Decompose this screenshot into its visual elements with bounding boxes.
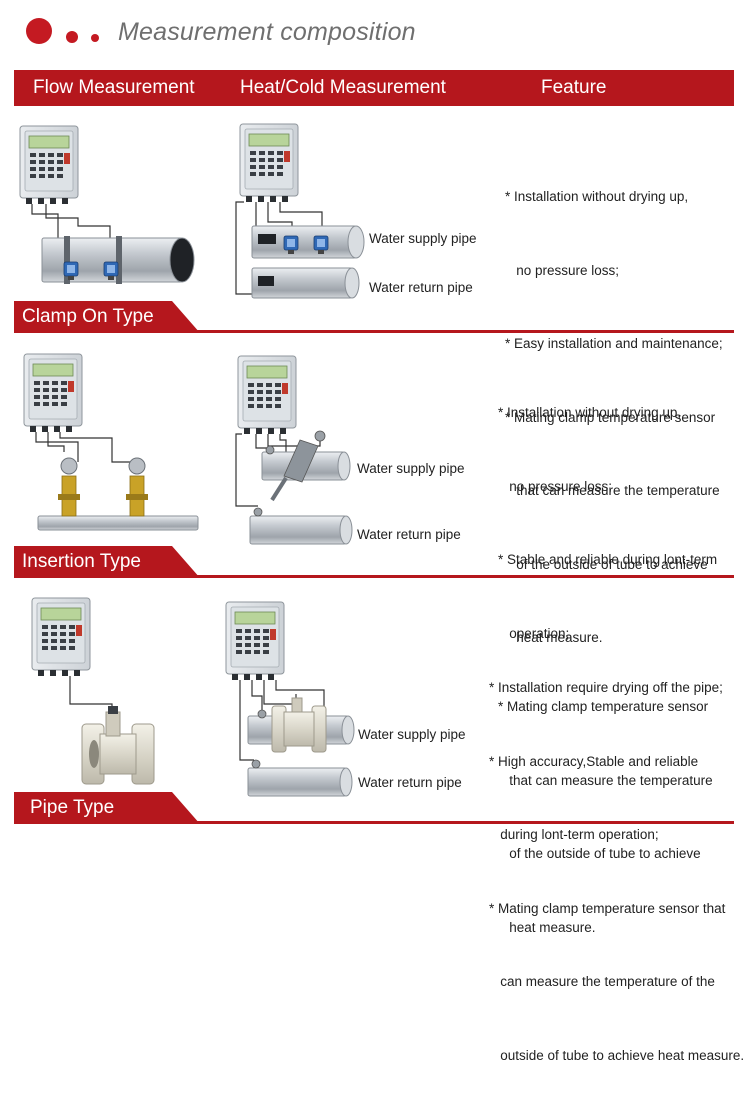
clamp-features: * Installation without drying up, no pre… — [505, 136, 723, 675]
pipe-supply-label: Water supply pipe — [358, 727, 466, 742]
header-feature: Feature — [541, 77, 607, 98]
flow-meter-unit — [31, 597, 91, 677]
pipe-divider — [14, 821, 734, 824]
feature-line: * Installation without drying up, — [498, 405, 682, 420]
insertion-divider — [14, 575, 734, 578]
feature-line: * Mating clamp temperature sensor — [498, 699, 709, 714]
heat-meter-unit — [239, 123, 299, 203]
insertion-type-banner: Insertion Type — [14, 546, 200, 578]
title-dot-medium — [66, 31, 78, 43]
insertion-supply-label: Water supply pipe — [357, 461, 465, 476]
heat-meter-unit — [225, 601, 285, 681]
pipe-features: * Installation require drying off the pi… — [489, 627, 744, 1093]
clamp-type-label: Clamp On Type — [22, 306, 154, 327]
banner-shape — [14, 792, 200, 824]
clamp-type-banner: Clamp On Type — [14, 301, 200, 333]
clamp-divider — [14, 330, 734, 333]
feature-line: heat measure. — [505, 630, 603, 645]
pipe-type-label: Pipe Type — [30, 797, 115, 818]
header-heat: Heat/Cold Measurement — [240, 77, 446, 98]
pipe-return-label: Water return pipe — [358, 775, 462, 790]
banner-shape — [14, 546, 200, 578]
clamp-return-label: Water return pipe — [369, 280, 473, 295]
feature-line: * Mating clamp temperature sensor that — [489, 900, 726, 916]
feature-line: no pressure loss; — [505, 262, 620, 278]
feature-line: during lont-term operation; — [489, 827, 659, 842]
clamp-flow-illustration — [19, 125, 195, 284]
column-header-bar: Flow Measurement Heat/Cold Measurement F… — [14, 70, 734, 106]
pipe-heat-illustration — [225, 601, 355, 797]
header-flow: Flow Measurement — [33, 77, 195, 98]
clamp-heat-illustration — [235, 123, 365, 299]
feature-line: * High accuracy,Stable and reliable — [489, 753, 699, 769]
feature-line: * Mating clamp temperature sensor — [505, 409, 716, 425]
insertion-type-label: Insertion Type — [22, 551, 142, 572]
feature-line: outside of tube to achieve heat measure. — [489, 1047, 745, 1063]
flow-meter-unit — [23, 353, 83, 433]
insertion-flow-illustration — [23, 353, 199, 531]
feature-line: can measure the temperature of the — [489, 974, 715, 989]
feature-line: * Stable and reliable during lont-term — [498, 552, 718, 567]
pipe-flow-illustration — [31, 597, 155, 785]
feature-line: * Installation require drying off the pi… — [489, 680, 723, 695]
insertion-return-label: Water return pipe — [357, 527, 461, 542]
feature-line: of the outside of tube to achieve — [505, 556, 708, 572]
flow-meter-unit — [19, 125, 79, 205]
clamp-supply-label: Water supply pipe — [369, 231, 477, 246]
banner-shape — [14, 301, 200, 333]
feature-line: * Easy installation and maintenance; — [505, 336, 723, 351]
feature-line: * Installation without drying up, — [505, 189, 689, 204]
title-row: Measurement composition — [0, 0, 750, 66]
feature-line: operation; — [498, 625, 570, 641]
illustrations — [19, 123, 365, 797]
feature-line: that can measure the temperature — [505, 483, 720, 498]
pipe-type-banner: Pipe Type — [14, 792, 200, 824]
title-dot-small — [91, 34, 99, 42]
page-title: Measurement composition — [118, 18, 416, 46]
feature-line: that can measure the temperature — [498, 772, 713, 788]
heat-meter-unit — [237, 355, 297, 435]
insertion-heat-illustration — [235, 355, 353, 545]
feature-line: no pressure loss; — [498, 478, 613, 494]
title-dot-large — [26, 18, 52, 44]
